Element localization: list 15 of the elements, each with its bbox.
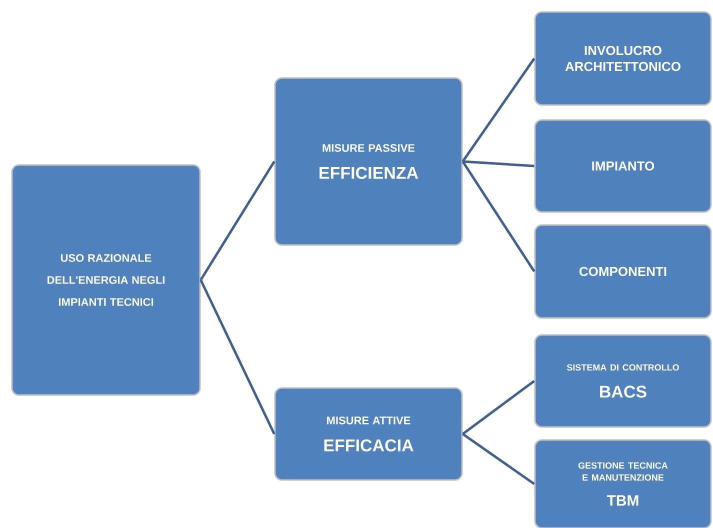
connector-line — [200, 279, 276, 435]
connector-line — [462, 160, 534, 168]
connector-line — [462, 432, 535, 485]
process-box: SISTEMA DI CONTROLLO BACS — [534, 334, 712, 428]
connector-line — [462, 58, 536, 162]
connector-line — [462, 380, 535, 435]
connector-line — [200, 160, 276, 281]
process-box: GESTIONE TECNICA E MANUTENZIONE TBM — [534, 439, 712, 528]
process-box: MISURE PASSIVE EFFICIENZA — [274, 77, 463, 246]
process-box: COMPONENTI — [534, 224, 712, 319]
process-box: USO RAZIONALE DELL'ENERGIA NEGLI IMPIANTI TECNICI — [11, 164, 201, 396]
process-box: INVOLUCRO ARCHITETTONICO — [534, 11, 712, 106]
connector-line — [462, 160, 536, 272]
process-box: IMPIANTO — [534, 119, 712, 213]
process-box: MISURE ATTIVE EFFICACIA — [274, 387, 463, 481]
